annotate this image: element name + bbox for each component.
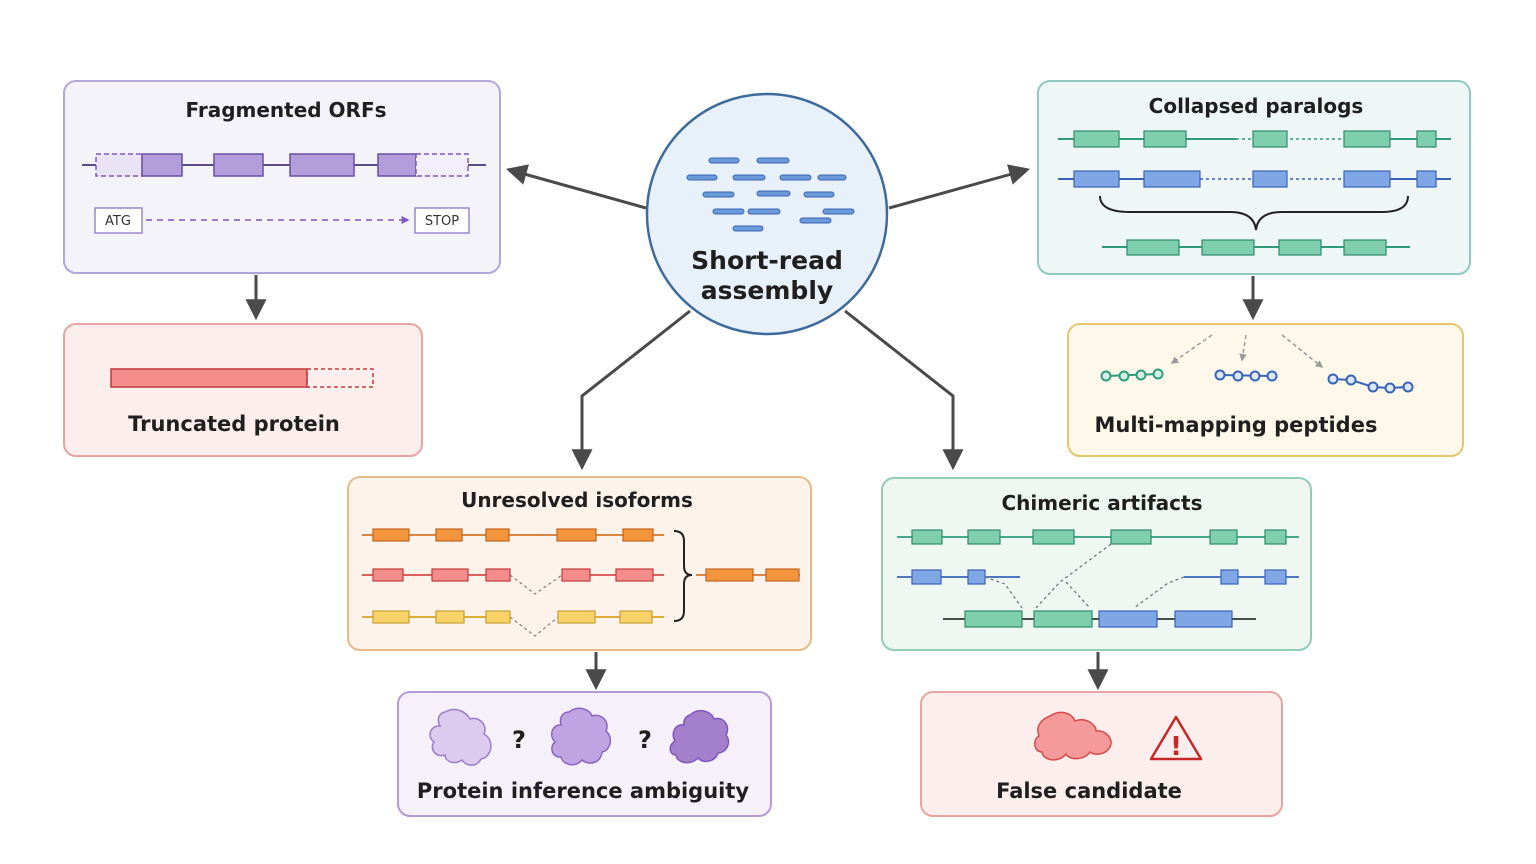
isoform-track-red	[362, 568, 664, 595]
question-mark-2: ?	[638, 726, 652, 754]
connector-arrows	[245, 164, 1264, 691]
false-protein-blob-icon	[1034, 711, 1112, 761]
peptide-icon-green	[1100, 368, 1164, 382]
peptide-mapping-arrows	[1170, 334, 1324, 368]
chimeric-contig-track	[943, 610, 1256, 628]
unresolved-isoforms-panel: Unresolved isoforms	[347, 476, 812, 651]
stop-codon-label: STOP	[425, 214, 459, 229]
start-codon-label: ATG	[105, 214, 131, 229]
start-codon-box: ATG	[94, 207, 143, 234]
truncated-protein-bar	[110, 368, 308, 388]
paralog-track-b	[1058, 170, 1451, 188]
arrow-to-chimeric-artifacts	[844, 309, 964, 471]
collapsed-paralogs-title: Collapsed paralogs	[1149, 94, 1364, 118]
collapsed-paralogs-panel: Collapsed paralogs	[1037, 80, 1471, 275]
isoform-brace	[673, 530, 693, 622]
collapse-brace	[1099, 195, 1409, 231]
multi-mapping-panel: Multi-mapping peptides	[1067, 323, 1464, 457]
protein-blob-icon-light	[429, 708, 492, 766]
false-candidate-panel: ! False candidate	[920, 691, 1283, 817]
chimera-source-track-green	[897, 529, 1299, 545]
center-title-line2: assembly	[701, 276, 833, 305]
warning-icon: !	[1149, 715, 1203, 762]
isoform-track-yellow	[362, 610, 664, 637]
chimera-source-track-blue	[897, 569, 1299, 585]
protein-blob-icon-dark	[669, 709, 730, 764]
protein-blob-icon-medium	[550, 707, 612, 766]
paralog-track-a	[1058, 130, 1451, 148]
warning-mark: !	[1170, 732, 1182, 762]
arrow-to-fragmented-orfs	[505, 164, 647, 210]
unresolved-isoforms-title: Unresolved isoforms	[461, 488, 693, 512]
fragmented-orf-track	[82, 153, 486, 177]
fragmented-orfs-title: Fragmented ORFs	[185, 98, 386, 122]
truncated-protein-title: Truncated protein	[128, 412, 340, 436]
protein-inference-panel: ? ? Protein inference ambiguity	[397, 691, 772, 817]
chimeric-artifacts-title: Chimeric artifacts	[1001, 491, 1202, 515]
multi-mapping-title: Multi-mapping peptides	[1095, 413, 1378, 437]
question-mark-1: ?	[512, 726, 526, 754]
stop-codon-box: STOP	[414, 207, 470, 234]
peptide-icon-blue-short	[1214, 369, 1278, 382]
chimeric-artifacts-panel: Chimeric artifacts	[881, 477, 1312, 651]
arrow-to-collapsed-paralogs	[888, 164, 1031, 210]
peptide-icon-blue-long	[1327, 373, 1414, 394]
false-candidate-title: False candidate	[996, 779, 1182, 803]
fragmented-orfs-panel: Fragmented ORFs ATG STOP	[63, 80, 501, 274]
protein-inference-title: Protein inference ambiguity	[417, 779, 749, 803]
collapsed-contig-track	[1102, 239, 1410, 256]
arrow-to-unresolved-isoforms	[571, 309, 691, 471]
short-reads-icon	[686, 157, 855, 232]
merged-transcript-track	[696, 568, 800, 582]
short-read-assembly-node: Short-read assembly	[645, 92, 889, 336]
isoform-track-orange	[362, 528, 664, 542]
truncated-protein-panel: Truncated protein	[63, 323, 423, 457]
center-title-line1: Short-read	[691, 246, 843, 275]
chimera-junction-lines	[984, 543, 1185, 609]
